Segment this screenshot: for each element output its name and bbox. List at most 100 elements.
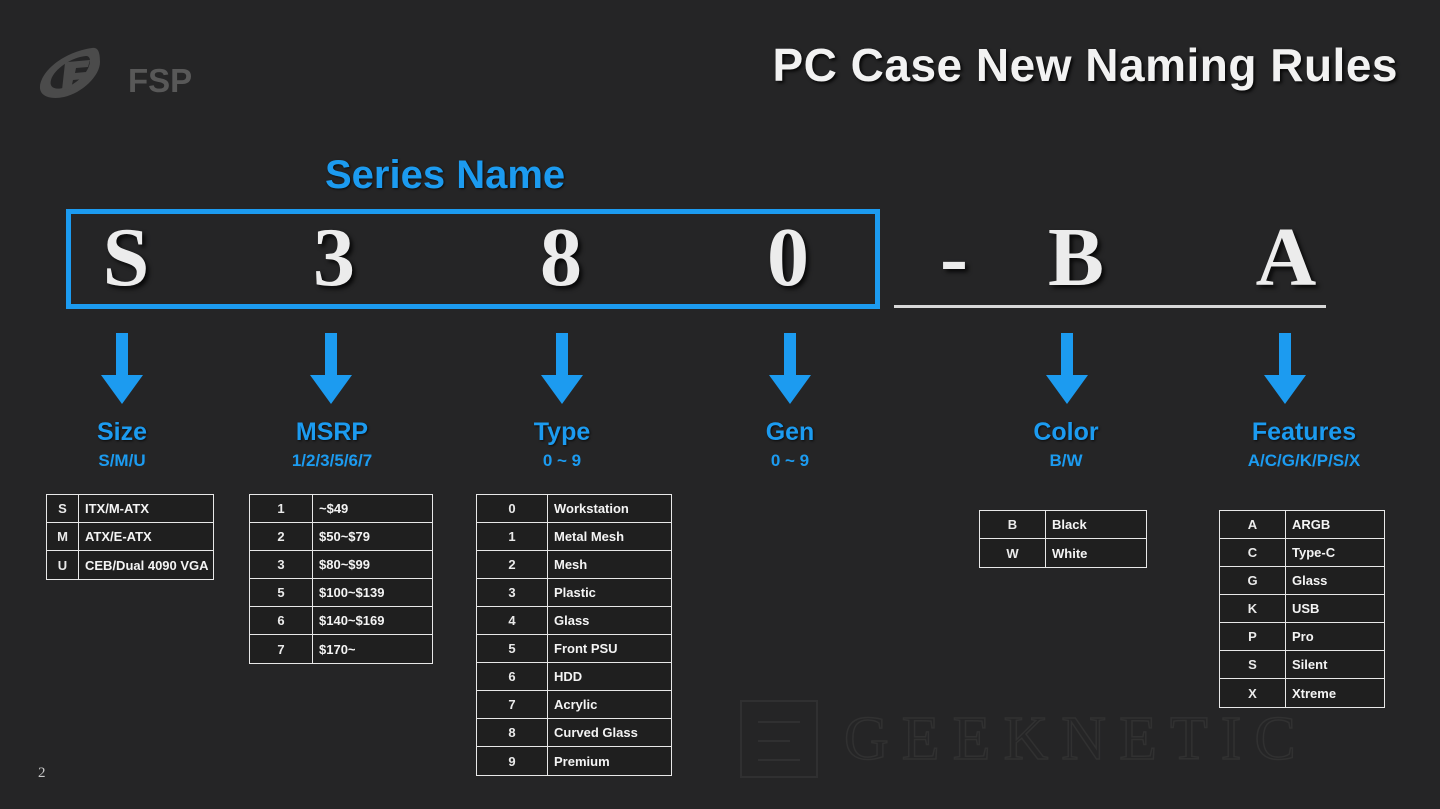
legend-meaning: Metal Mesh — [548, 523, 671, 550]
field-values-size: S/M/U — [98, 451, 146, 470]
field-name-msrp: MSRP — [295, 418, 369, 446]
legend-meaning: Curved Glass — [548, 719, 671, 746]
legend-meaning: ITX/M-ATX — [79, 495, 213, 522]
code-char-S: S — [102, 211, 150, 304]
legend-code: P — [1220, 623, 1286, 650]
fsp-logo-icon: FSP — [39, 47, 192, 99]
legend-code: 3 — [477, 579, 548, 606]
legend-meaning: Glass — [1286, 567, 1384, 594]
arrow-color-icon — [1044, 333, 1090, 405]
legend-code: U — [47, 551, 79, 579]
code-char-B: B — [1047, 211, 1105, 304]
field-name-type: Type — [533, 418, 591, 446]
legend-code: K — [1220, 595, 1286, 622]
geeknetic-watermark: GEEKNETIC — [740, 700, 1309, 778]
watermark-text: GEEKNETIC — [843, 704, 1309, 774]
code-char-0: 0 — [767, 211, 809, 304]
legend-meaning: ATX/E-ATX — [79, 523, 213, 550]
table-row: 3$80~$99 — [250, 551, 432, 579]
field-label-type: Type 0 ~ 9 — [452, 418, 672, 471]
legend-code: 9 — [477, 747, 548, 775]
field-values-msrp: 1/2/3/5/6/7 — [291, 451, 373, 470]
page-title: PC Case New Naming Rules — [772, 39, 1398, 91]
field-name-features: Features — [1251, 418, 1357, 446]
field-values-type: 0 ~ 9 — [542, 451, 582, 470]
arrow-type-icon — [539, 333, 585, 405]
geeknetic-e-icon — [740, 700, 818, 778]
legend-code: 6 — [250, 607, 313, 634]
legend-code: 1 — [250, 495, 313, 522]
field-name-color: Color — [1033, 418, 1099, 446]
legend-code: 1 — [477, 523, 548, 550]
field-name-size: Size — [96, 418, 148, 446]
legend-code: 2 — [477, 551, 548, 578]
legend-code: C — [1220, 539, 1286, 566]
legend-code: A — [1220, 511, 1286, 538]
table-row: 1~$49 — [250, 495, 432, 523]
legend-code: 8 — [477, 719, 548, 746]
legend-meaning: ARGB — [1286, 511, 1384, 538]
legend-meaning: CEB/Dual 4090 VGA — [79, 551, 213, 579]
legend-meaning: Mesh — [548, 551, 671, 578]
field-values-color: B/W — [1049, 451, 1083, 470]
legend-meaning: $50~$79 — [313, 523, 432, 550]
legend-meaning: USB — [1286, 595, 1384, 622]
table-row: 2$50~$79 — [250, 523, 432, 551]
legend-code: S — [1220, 651, 1286, 678]
series-name-label: Series Name — [325, 153, 566, 197]
arrow-size-icon — [99, 333, 145, 405]
table-row: 7$170~ — [250, 635, 432, 663]
legend-code: 5 — [250, 579, 313, 606]
field-name-gen: Gen — [765, 418, 815, 446]
field-values-features: A/C/G/K/P/S/X — [1247, 451, 1361, 470]
arrow-gen-icon — [767, 333, 813, 405]
legend-meaning: Acrylic — [548, 691, 671, 718]
legend-meaning: Plastic — [548, 579, 671, 606]
code-char-3: 3 — [313, 211, 355, 304]
legend-meaning: HDD — [548, 663, 671, 690]
series-name-highlight-box — [66, 209, 880, 309]
suffix-underline — [894, 305, 1326, 308]
legend-meaning: White — [1046, 539, 1146, 567]
code-char-dash: - — [940, 211, 968, 304]
legend-meaning: Workstation — [548, 495, 671, 522]
field-label-msrp: MSRP 1/2/3/5/6/7 — [222, 418, 442, 471]
code-char-A: A — [1255, 211, 1317, 304]
legend-meaning: Front PSU — [548, 635, 671, 662]
table-row: 5$100~$139 — [250, 579, 432, 607]
legend-code: 3 — [250, 551, 313, 578]
legend-meaning: Xtreme — [1286, 679, 1384, 707]
svg-text:FSP: FSP — [128, 62, 192, 99]
legend-code: 4 — [477, 607, 548, 634]
legend-meaning: $140~$169 — [313, 607, 432, 634]
table-row: 6$140~$169 — [250, 607, 432, 635]
legend-meaning: Black — [1046, 511, 1146, 538]
legend-code: 7 — [250, 635, 313, 663]
